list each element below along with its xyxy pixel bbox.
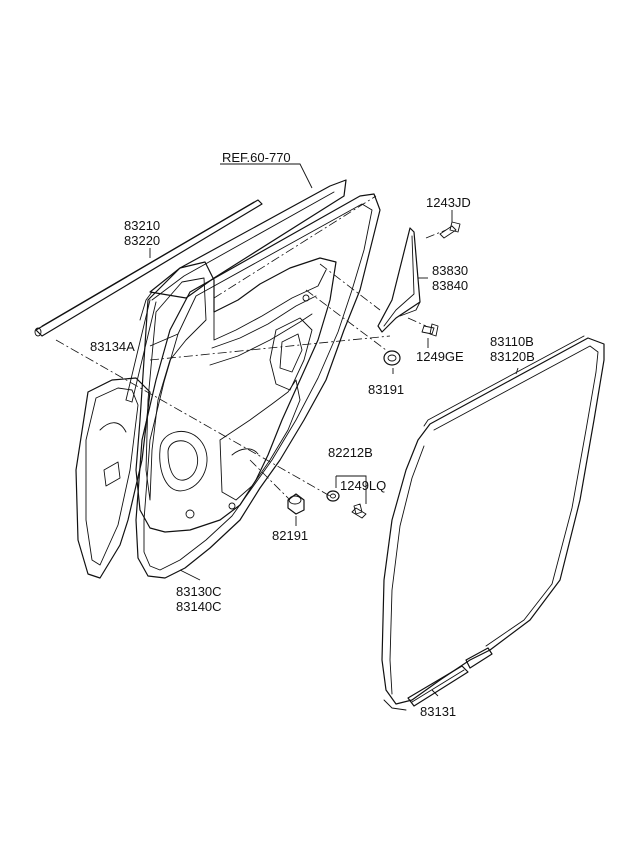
- label-83191: 83191: [368, 382, 404, 397]
- screw-1249ge: [421, 323, 439, 337]
- door-inner-panel: [75, 257, 337, 579]
- label-83110b: 83110B: [490, 334, 534, 349]
- label-83131: 83131: [420, 704, 456, 719]
- label-83210: 83210: [124, 218, 160, 233]
- label-83134a: 83134A: [90, 339, 135, 354]
- label-82191: 82191: [272, 528, 308, 543]
- washer-82212b: [326, 490, 340, 502]
- body-weatherstrip-83110b: [381, 335, 605, 711]
- assembly-dash-lines: [55, 195, 447, 501]
- bumper-82191: [287, 493, 305, 515]
- label-1249ge: 1249GE: [416, 349, 464, 364]
- label-ref-60-770: REF.60-770: [222, 150, 291, 165]
- door-weatherstrip-83130c: [135, 193, 381, 579]
- door-glass-channel: [139, 179, 347, 321]
- label-83130c: 83130C: [176, 584, 222, 599]
- delta-molding-83830: [377, 227, 421, 333]
- label-82212b: 82212B: [328, 445, 373, 460]
- label-83140c: 83140C: [176, 599, 222, 614]
- grommet-83191: [383, 350, 401, 366]
- leader-lines: [149, 163, 519, 697]
- outer-belt-molding-83210: [34, 199, 263, 337]
- lower-weatherstrip-83131: [407, 647, 493, 707]
- label-83840: 83840: [432, 278, 468, 293]
- screw-1243jd: [439, 221, 461, 239]
- label-1249lq: 1249LQ: [340, 478, 386, 493]
- label-83120b: 83120B: [490, 349, 535, 364]
- label-1243jd: 1243JD: [426, 195, 471, 210]
- label-83830: 83830: [432, 263, 468, 278]
- bolt-1249lq: [351, 503, 367, 519]
- label-83220: 83220: [124, 233, 160, 248]
